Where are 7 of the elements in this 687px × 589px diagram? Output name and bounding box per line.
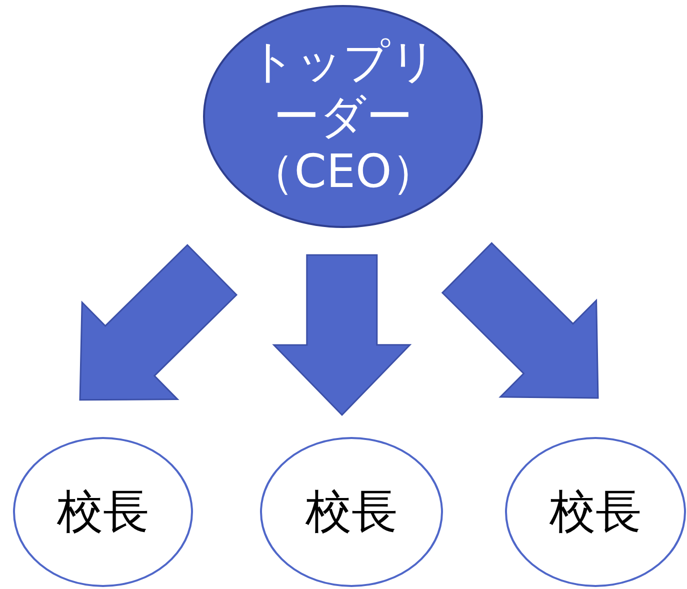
block-arrow (441, 242, 599, 399)
node-label: 校長 (550, 484, 642, 540)
node-label: 校長 (57, 484, 149, 540)
block-arrow (272, 254, 412, 416)
block-arrow (79, 244, 238, 401)
node-label: 校長 (306, 484, 398, 540)
node-label: トップリーダー（CEO） (248, 34, 438, 200)
